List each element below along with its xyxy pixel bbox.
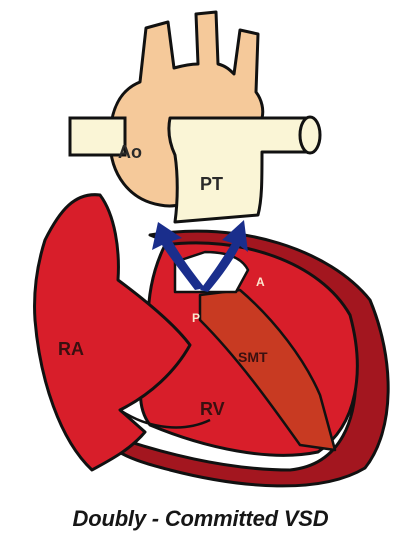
diagram-caption: Doubly - Committed VSD (0, 506, 401, 532)
pulmonary-pipe-end (300, 117, 320, 153)
label-ra: RA (58, 339, 84, 359)
label-ao: Ao (118, 142, 142, 162)
pulmonary-trunk (169, 118, 310, 222)
label-rv: RV (200, 399, 225, 419)
label-p: P (192, 311, 200, 325)
label-pt: PT (200, 174, 223, 194)
label-a: A (256, 275, 265, 289)
label-smt: SMT (238, 349, 268, 365)
aortic-pipe (70, 118, 125, 155)
